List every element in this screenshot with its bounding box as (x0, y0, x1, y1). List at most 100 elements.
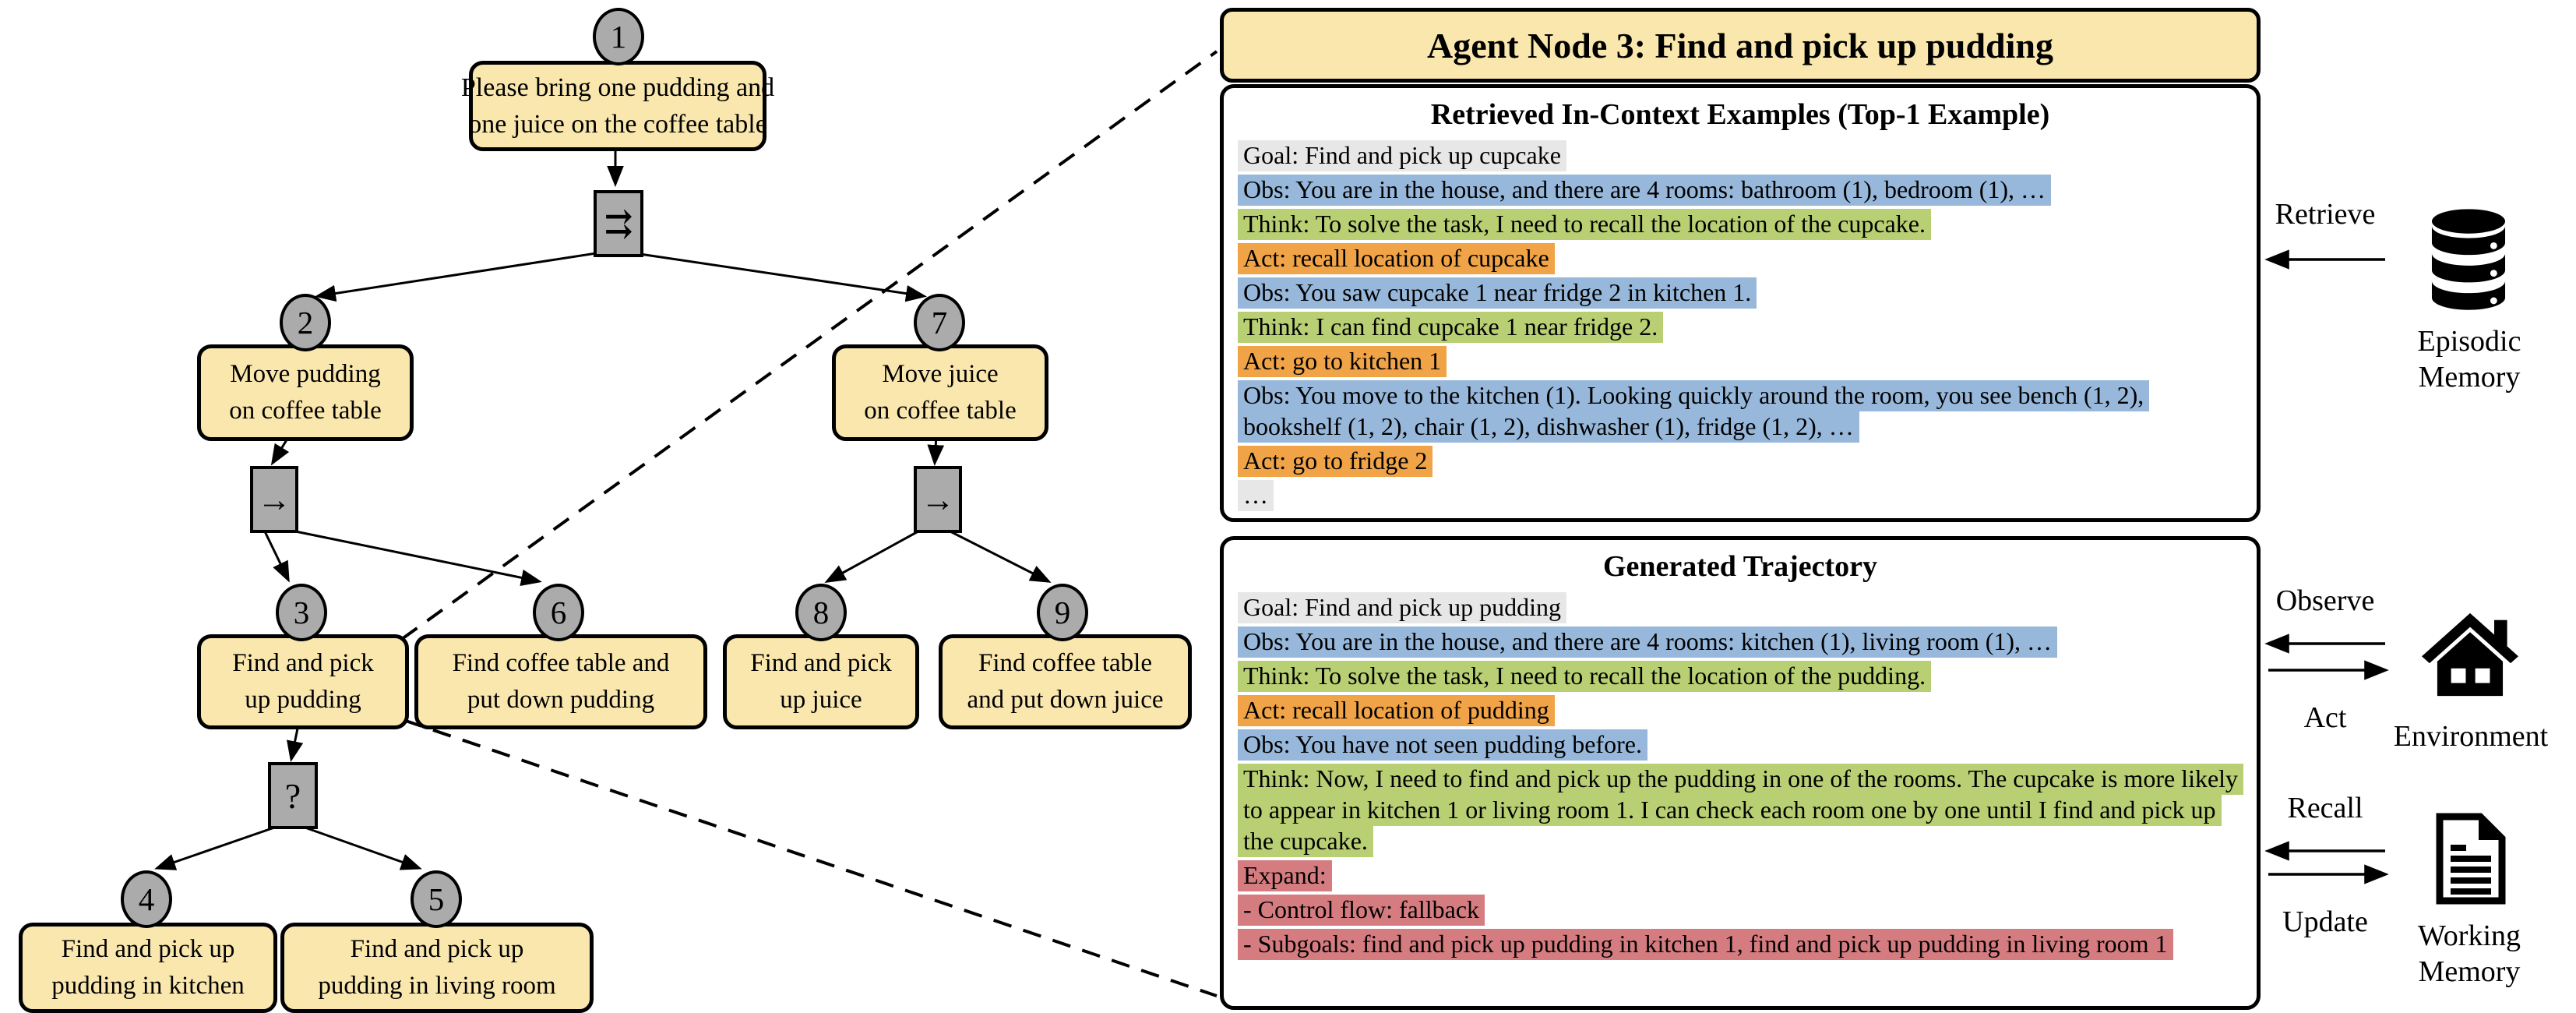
arrow-icon: → (257, 480, 291, 519)
tree-node-5-badge: 5 (411, 870, 462, 928)
retrieved-examples-title: Retrieved In-Context Examples (Top-1 Exa… (1430, 98, 2050, 131)
flow-label: Act (2303, 701, 2347, 734)
tree-node-3-badge: 3 (276, 584, 327, 641)
tree-node-5-box: Find and pick up pudding in living room (280, 923, 594, 1013)
panel-line-think: Think: To solve the task, I need to reca… (1238, 209, 1931, 240)
retrieve-label: Retrieve (2251, 196, 2399, 232)
node-text: Find coffee table and (452, 649, 670, 677)
panel-line-obs: Obs: You are in the house, and there are… (1238, 627, 2058, 658)
node-number: 9 (1054, 595, 1071, 630)
panel-line-expand: Expand: (1238, 860, 1332, 891)
tree-node-8-badge: 8 (795, 584, 847, 641)
flow-label: Observe (2275, 584, 2375, 617)
node-text: on coffee table (864, 397, 1017, 425)
panel-line-act: Act: go to kitchen 1 (1238, 346, 1447, 377)
generated-trajectory-title: Generated Trajectory (1602, 550, 1878, 583)
episodic-memory-label: Episodic Memory (2395, 323, 2544, 395)
node-number: 7 (931, 305, 948, 341)
panel-line-obs: Obs: You move to the kitchen (1). Lookin… (1238, 380, 2150, 443)
node-text: Find and pick (750, 649, 892, 677)
retrieved-examples-panel: Retrieved In-Context Examples (Top-1 Exa… (1220, 84, 2261, 522)
tree-node-3-box: Find and pick up pudding (197, 634, 409, 729)
tree-node-2-box: Move pudding on coffee table (197, 344, 414, 441)
tree-node-1-box: Please bring one pudding and one juice o… (461, 61, 774, 151)
environment-label: Environment (2385, 718, 2557, 754)
node-number: 5 (428, 881, 445, 917)
update-label: Update (2251, 904, 2399, 940)
tree-node-9-box: Find coffee table and put down juice (939, 634, 1192, 729)
tree-node-7-badge: 7 (914, 294, 965, 351)
panel-line-act: Act: go to fridge 2 (1238, 446, 1433, 477)
sequence-icon: ⇉ (604, 204, 633, 243)
working-memory-label: Working Memory (2395, 918, 2544, 990)
node-text: Please bring one pudding and (460, 73, 775, 102)
panel-line-goal: Goal: Find and pick up pudding (1238, 592, 1566, 623)
tree-node-6-box: Find coffee table and put down pudding (414, 634, 707, 729)
generated-trajectory-body: Goal: Find and pick up pudding Obs: You … (1224, 585, 2257, 967)
tree-node-4-box: Find and pick up pudding in kitchen (19, 923, 277, 1013)
node-number: 3 (293, 595, 310, 630)
tree-node-1-badge: 1 (593, 8, 644, 65)
node-text: Find and pick (232, 649, 374, 677)
tree-node-4-badge: 4 (121, 870, 172, 928)
tree-node-7-box: Move juice on coffee table (832, 344, 1048, 441)
house-icon (2418, 606, 2522, 703)
retrieved-examples-body: Goal: Find and pick up cupcake Obs: You … (1224, 133, 2257, 518)
memory-name: Environment (2393, 720, 2549, 753)
fallback-connector: ? (268, 762, 318, 829)
flow-label: Update (2282, 905, 2368, 938)
flow-label: Retrieve (2275, 198, 2376, 231)
node-text: Move juice (882, 360, 999, 388)
node-text: Find and pick up (61, 935, 235, 963)
node-text: and put down juice (967, 686, 1164, 714)
panel-line-think: Think: To solve the task, I need to reca… (1238, 661, 1932, 692)
node-text: pudding in kitchen (51, 972, 245, 1000)
node-text: one juice on the coffee table (468, 110, 767, 139)
database-icon (2430, 209, 2507, 312)
node-text: up juice (780, 686, 862, 714)
panel-line-think: Think: I can find cupcake 1 near fridge … (1238, 312, 1664, 343)
observe-label: Observe (2251, 583, 2399, 619)
node-text: Find coffee table (978, 649, 1152, 677)
node-text: Move pudding (230, 360, 381, 388)
fallback-icon: ? (284, 775, 301, 816)
panel-line-expand: - Control flow: fallback (1238, 895, 1485, 926)
panel-line-expand: - Subgoals: find and pick up pudding in … (1238, 929, 2173, 960)
flow-label: Recall (2287, 792, 2363, 824)
panel-line-obs: Obs: You have not seen pudding before. (1238, 729, 1647, 761)
tree-node-6-badge: 6 (533, 584, 584, 641)
tree-node-9-badge: 9 (1037, 584, 1088, 641)
node-number: 2 (297, 305, 314, 341)
node-number: 4 (138, 881, 155, 917)
act-label: Act (2251, 700, 2399, 736)
panel-line-act: Act: recall location of pudding (1238, 695, 1555, 726)
document-icon (2432, 810, 2510, 907)
panel-line-obs: Obs: You saw cupcake 1 near fridge 2 in … (1238, 277, 1757, 309)
arrow-connector: → (250, 466, 298, 533)
memory-name: Episodic (2417, 325, 2521, 358)
panel-line-act: Act: recall location of cupcake (1238, 243, 1555, 274)
generated-trajectory-panel: Generated Trajectory Goal: Find and pick… (1220, 536, 2261, 1010)
agent-node-header: Agent Node 3: Find and pick up pudding (1220, 8, 2261, 83)
node-text: on coffee table (229, 397, 382, 425)
panel-line-goal: Goal: Find and pick up cupcake (1238, 140, 1566, 171)
tree-node-8-box: Find and pick up juice (723, 634, 919, 729)
node-number: 8 (812, 595, 830, 630)
tree-node-2-badge: 2 (280, 294, 331, 351)
sequence-connector: ⇉ (594, 190, 643, 257)
arrow-connector: → (914, 466, 962, 533)
node-number: 6 (550, 595, 567, 630)
memory-name: Memory (2418, 955, 2521, 988)
node-number: 1 (610, 19, 627, 55)
panel-line-ellipsis: … (1238, 480, 1274, 511)
memory-name: Working (2417, 919, 2521, 952)
node-text: pudding in living room (318, 972, 556, 1000)
node-text: put down pudding (467, 686, 655, 714)
node-text: Find and pick up (350, 935, 524, 963)
agent-node-title: Agent Node 3: Find and pick up pudding (1426, 25, 2053, 65)
panel-line-think: Think: Now, I need to find and pick up t… (1238, 764, 2244, 857)
arrow-icon: → (921, 480, 955, 519)
node-text: up pudding (245, 686, 361, 714)
